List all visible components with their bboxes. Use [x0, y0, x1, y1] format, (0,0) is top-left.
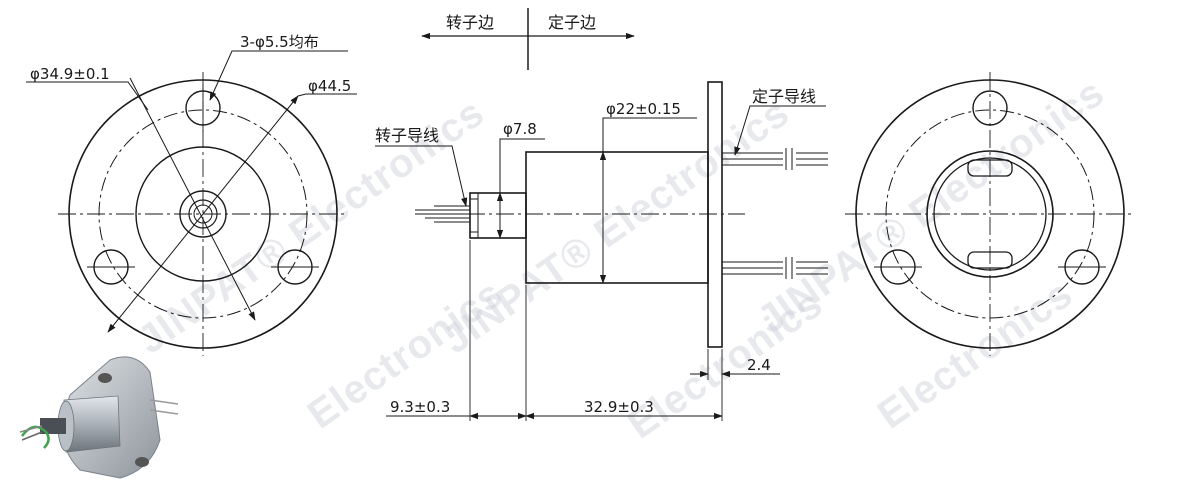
product-render-image [19, 356, 179, 479]
stator-lead-leader [734, 105, 826, 156]
hole-note: 3-φ5.5均布 [240, 33, 319, 51]
flange-thickness-dim: 2.4 [747, 356, 771, 374]
rotor-side-label: 转子边 [446, 13, 494, 32]
body-dim-leader [602, 117, 697, 152]
stator-side-label: 定子边 [548, 13, 596, 32]
stator-wires-bottom [722, 257, 828, 279]
flange-dim-leader [297, 93, 357, 97]
side-indicator: 转子边 定子边 [421, 8, 635, 70]
render-hole-bottom [135, 457, 149, 467]
watermark-layer: JINPAT® Electronics JINPAT® Electronics … [130, 70, 1112, 447]
bolt-circle-dim: φ34.9±0.1 [30, 65, 110, 83]
right-end-view [845, 72, 1135, 356]
side-view [375, 81, 828, 421]
render-hole-top [98, 373, 112, 383]
flange-dim-line [107, 95, 299, 333]
stator-flange [707, 81, 723, 348]
shaft-dim-leader [499, 138, 545, 193]
stator-lead-label: 定子导线 [752, 87, 816, 106]
watermark-6: Electronics [870, 271, 1081, 437]
left-end-view [26, 50, 357, 356]
body-length-dim: 32.9±0.3 [584, 398, 654, 416]
render-shaft [40, 418, 66, 434]
bolt-circle-leader [26, 81, 149, 111]
hole-note-leader [209, 50, 348, 101]
rotor-lead-leader [375, 145, 468, 207]
stator-wires-top [722, 148, 828, 170]
rotor-lead-label: 转子导线 [375, 126, 439, 145]
watermark-5: Electronics [620, 281, 831, 447]
shaft-dim: φ7.8 [503, 120, 537, 138]
flange-dim: φ44.5 [308, 77, 351, 95]
body-dim: φ22±0.15 [606, 100, 681, 118]
shaft-length-dim: 9.3±0.3 [390, 398, 450, 416]
